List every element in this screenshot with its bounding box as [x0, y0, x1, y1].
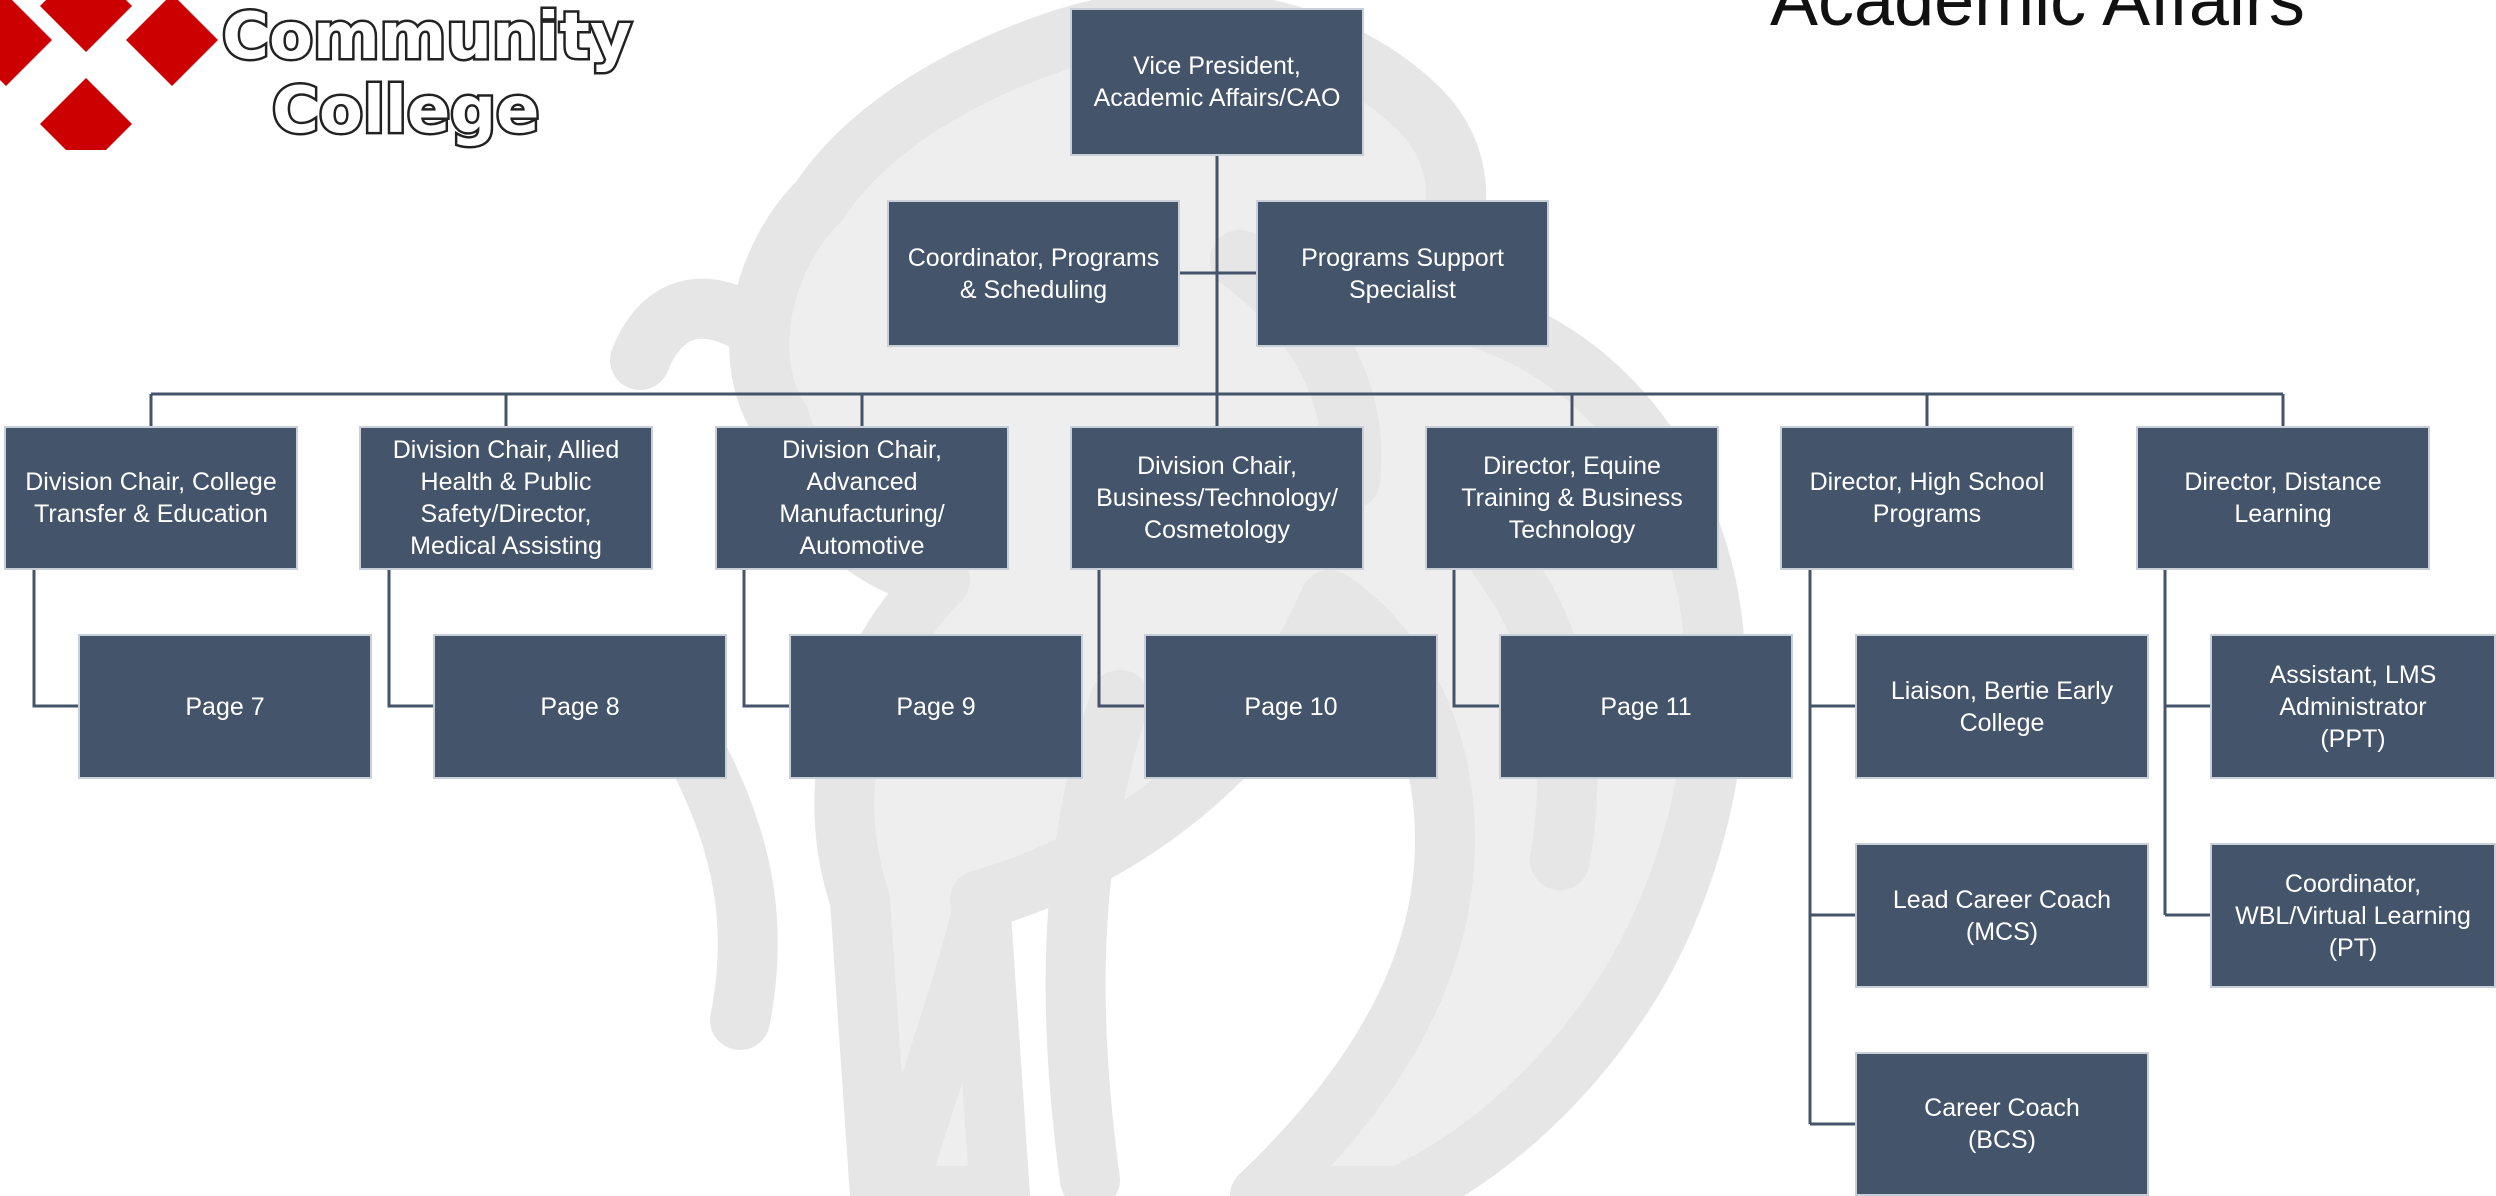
report-label: Lead Career Coach (MCS) — [1892, 885, 2112, 946]
college-logo: Community College — [0, 0, 634, 150]
division-label: Director, Equine Training & Business Tec… — [1461, 452, 1683, 544]
page-link-box[interactable]: Page 10 — [1144, 634, 1438, 779]
division-label: Director, High School Programs — [1809, 468, 2045, 528]
division-label: Division Chair, Business/Technology/ Cos… — [1096, 452, 1338, 544]
division-box: Division Chair, Allied Health & Public S… — [359, 426, 653, 570]
coordinator-programs-label: Coordinator, Programs & Scheduling — [907, 243, 1160, 304]
page-link-box[interactable]: Page 8 — [433, 634, 727, 779]
programs-support-box: Programs Support Specialist — [1256, 200, 1549, 347]
page-link-label: Page 10 — [1244, 692, 1338, 721]
division-box: Director, High School Programs — [1780, 426, 2074, 570]
report-label: Coordinator, WBL/Virtual Learning (PT) — [2235, 869, 2471, 962]
report-label: Career Coach (BCS) — [1924, 1094, 2080, 1154]
vice-president-label: Vice President, Academic Affairs/CAO — [1093, 52, 1341, 112]
page-link-label: Page 8 — [540, 692, 620, 721]
page-link-label: Page 9 — [896, 692, 976, 721]
page-link-label: Page 11 — [1600, 692, 1692, 721]
page-link-box[interactable]: Page 9 — [789, 634, 1083, 779]
page-link-box[interactable]: Page 7 — [78, 634, 372, 779]
logo-text-line-1: Community — [222, 0, 632, 74]
division-label: Division Chair, Advanced Manufacturing/ … — [779, 436, 945, 560]
programs-support-label: Programs Support Specialist — [1301, 243, 1504, 304]
division-box: Division Chair, Advanced Manufacturing/ … — [715, 426, 1009, 570]
liaison-early-college-box: Liaison, Bertie Early College — [1855, 634, 2149, 779]
page-link-box[interactable]: Page 11 — [1499, 634, 1793, 779]
lms-administrator-box: Assistant, LMS Administrator (PPT) — [2210, 634, 2496, 779]
wbl-coordinator-box: Coordinator, WBL/Virtual Learning (PT) — [2210, 843, 2496, 988]
page-title: Academic Affairs — [1770, 0, 2305, 41]
logo-text-line-2: College — [272, 74, 539, 148]
division-label: Division Chair, College Transfer & Educa… — [25, 468, 277, 528]
division-box: Division Chair, College Transfer & Educa… — [4, 426, 298, 570]
division-label: Director, Distance Learning — [2184, 468, 2382, 528]
division-box: Director, Distance Learning — [2136, 426, 2430, 570]
report-label: Liaison, Bertie Early College — [1890, 676, 2114, 737]
division-box: Division Chair, Business/Technology/ Cos… — [1070, 426, 1364, 570]
career-coach-box: Career Coach (BCS) — [1855, 1052, 2149, 1196]
coordinator-programs-box: Coordinator, Programs & Scheduling — [887, 200, 1180, 347]
division-label: Division Chair, Allied Health & Public S… — [392, 436, 620, 560]
report-label: Assistant, LMS Administrator (PPT) — [2269, 660, 2437, 753]
page-link-label: Page 7 — [185, 692, 265, 721]
division-box: Director, Equine Training & Business Tec… — [1425, 426, 1719, 570]
diamond-logo-icon — [0, 0, 218, 150]
lead-career-coach-box: Lead Career Coach (MCS) — [1855, 843, 2149, 988]
vice-president-box: Vice President, Academic Affairs/CAO — [1070, 8, 1364, 156]
